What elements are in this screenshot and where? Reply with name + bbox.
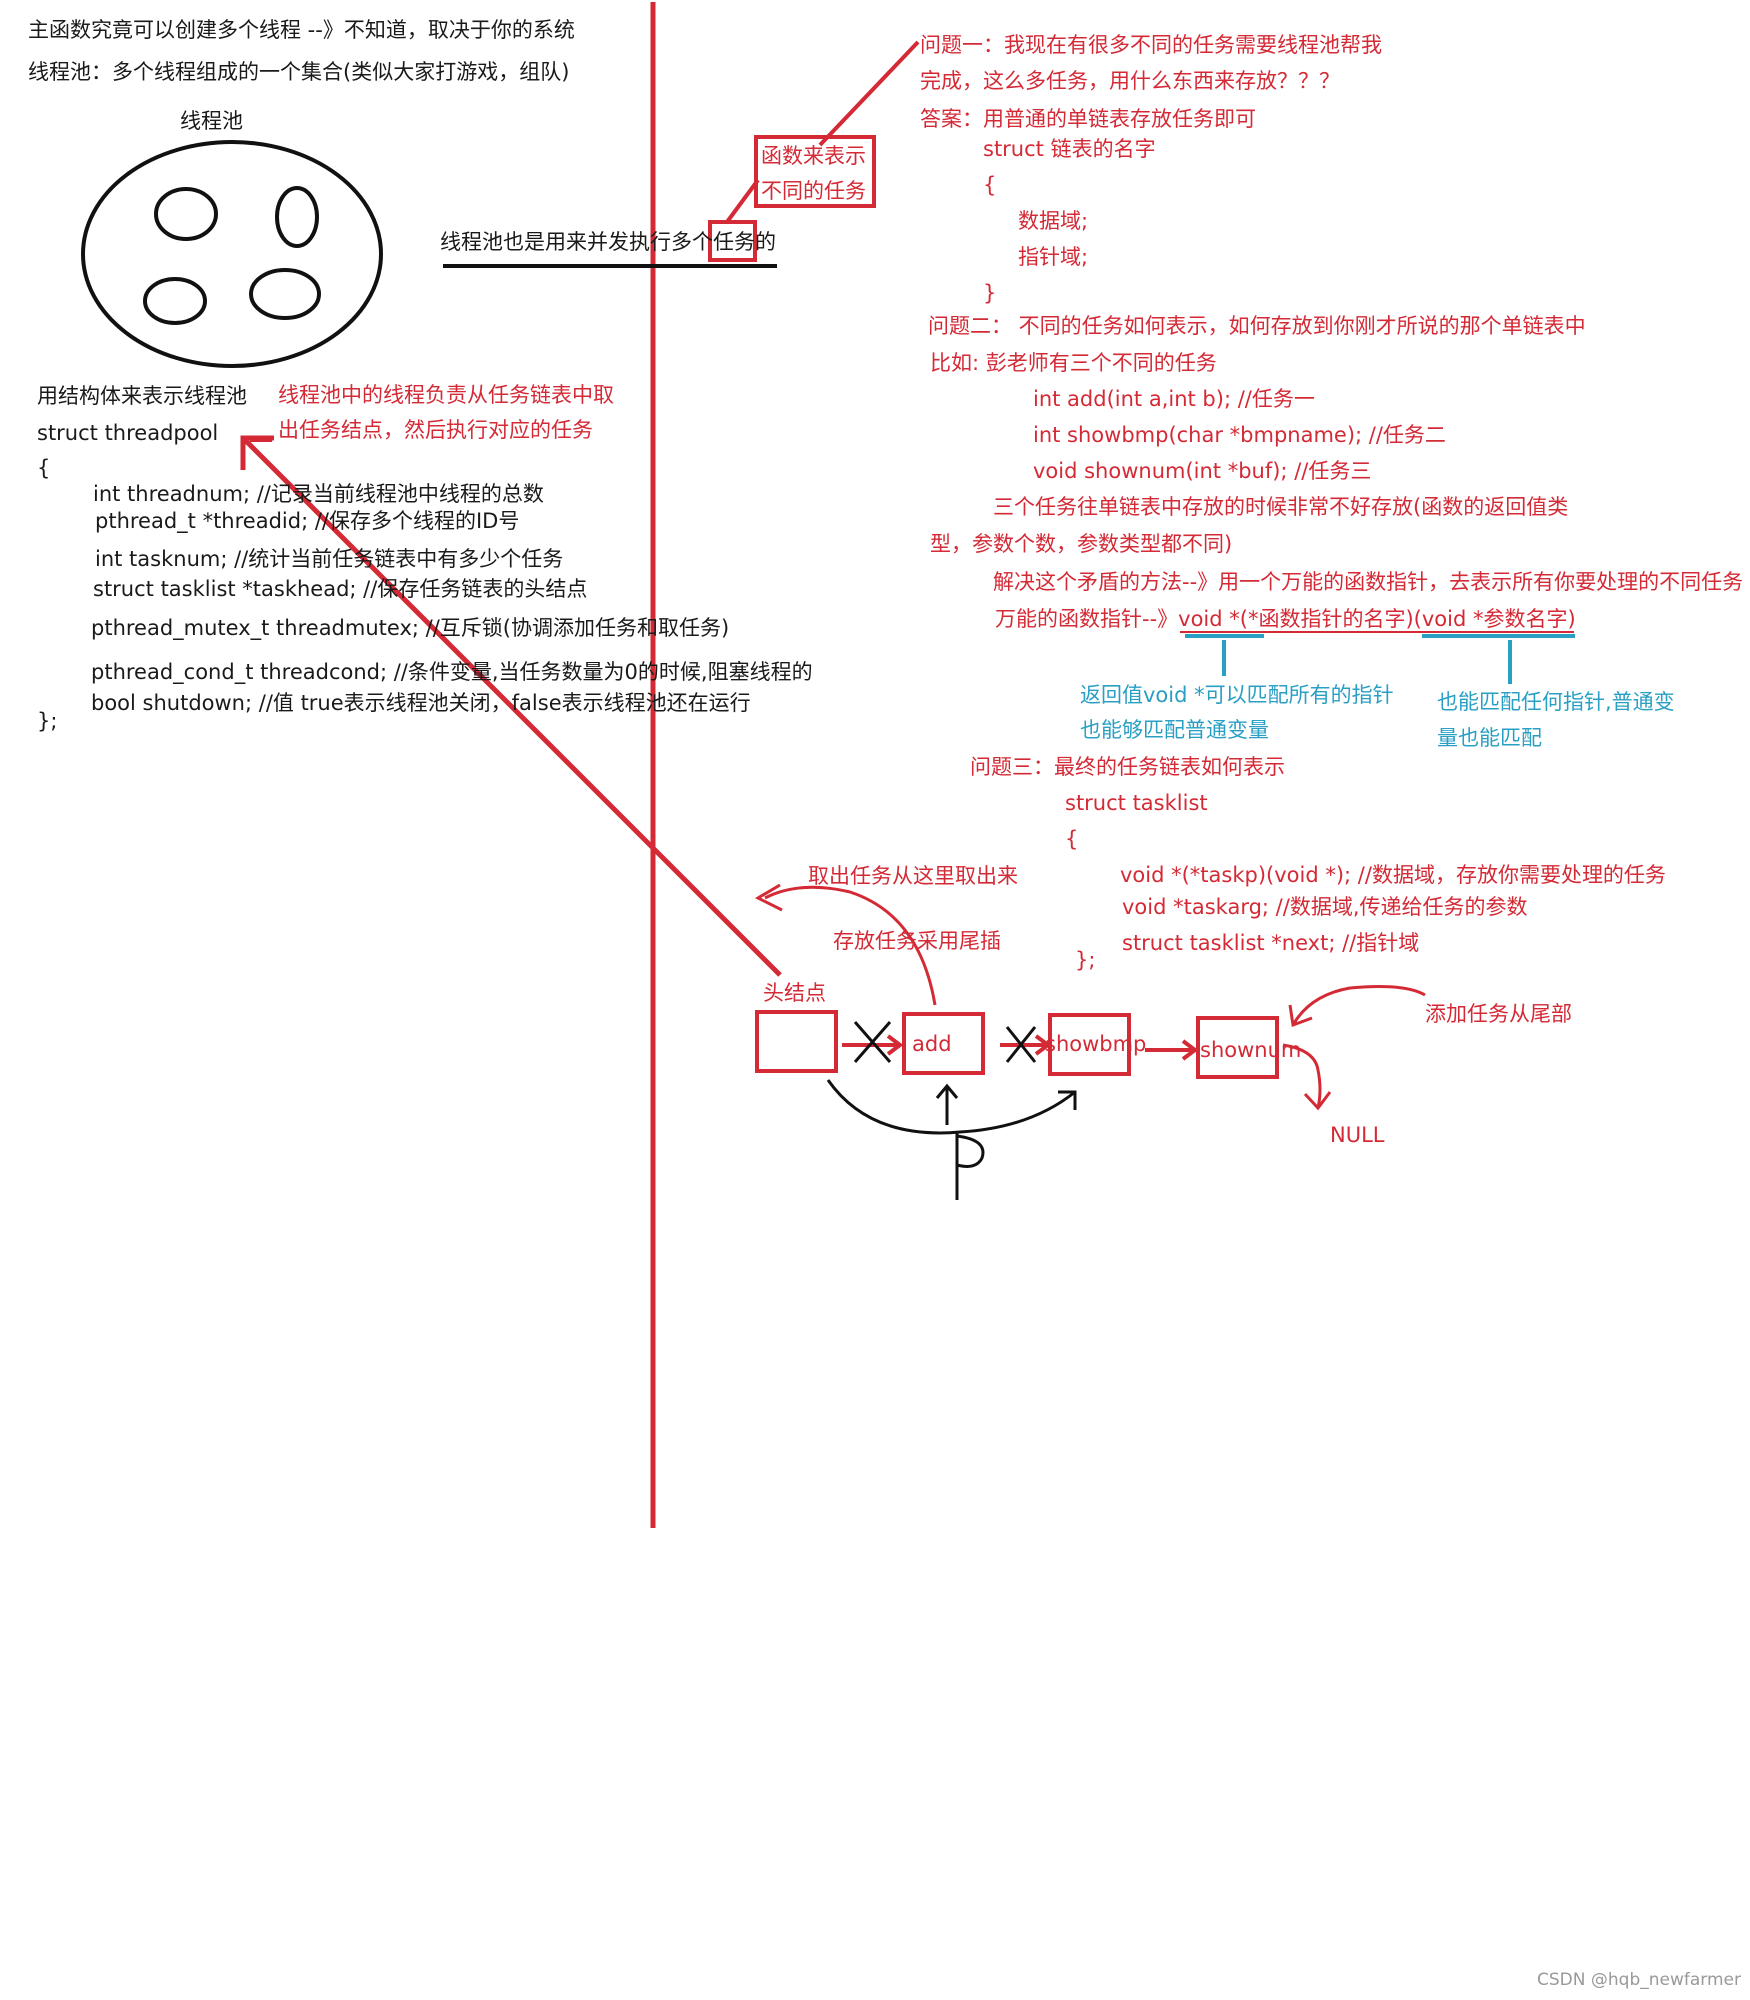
answer-1: 答案：用普通的单链表存放任务即可	[920, 107, 1256, 131]
node-add-label: add	[912, 1032, 952, 1056]
tasklist-field-next: struct tasklist *next; //指针域	[1122, 931, 1420, 955]
answer-pointer-field: 指针域;	[1018, 245, 1089, 269]
node-shownum-label: shownum	[1200, 1038, 1302, 1062]
node-shownum	[1196, 1016, 1279, 1079]
task-1: int add(int a,int b); //任务一	[1033, 387, 1315, 411]
thread-3	[143, 277, 207, 325]
question-1-line-1: 问题一：我现在有很多不同的任务需要线程池帮我	[920, 33, 1382, 57]
universal-name: (*函数指针的名字)	[1239, 607, 1414, 631]
head-node-label: 头结点	[763, 981, 826, 1005]
field-tasknum: int tasknum; //统计当前任务链表中有多少个任务	[95, 547, 564, 571]
field-threadnum: int threadnum; //记录当前线程池中线程的总数	[93, 482, 544, 506]
task-3: void shownum(int *buf); //任务三	[1033, 459, 1372, 483]
universal-prefix: 万能的函数指针--》	[995, 607, 1179, 631]
node-showbmp	[1048, 1013, 1131, 1076]
node-add	[902, 1012, 985, 1075]
question-1-line-2: 完成，这么多任务，用什么东西来存放？？？	[920, 69, 1340, 93]
tasklist-field-taskarg: void *taskarg; //数据域,传递给任务的参数	[1122, 895, 1528, 919]
function-box	[754, 135, 876, 208]
head-node	[755, 1010, 838, 1073]
null-curve	[1282, 1043, 1322, 1109]
param-note-line-2: 量也能匹配	[1437, 726, 1542, 750]
struct-threadpool-name: struct threadpool	[37, 421, 219, 445]
answer-open-brace: {	[983, 173, 997, 197]
thread-1	[154, 187, 218, 241]
field-threadcond: pthread_cond_t threadcond; //条件变量,当任务数量为…	[91, 660, 813, 684]
solution: 解决这个矛盾的方法--》用一个万能的函数指针，去表示所有你要处理的不同任务	[993, 570, 1744, 594]
tasklist-field-taskp: void *(*taskp)(void *); //数据域，存放你需要处理的任务	[1120, 863, 1666, 887]
problem-line-2: 型，参数个数，参数类型都不同)	[930, 532, 1233, 556]
example-intro: 比如: 彭老师有三个不同的任务	[930, 351, 1217, 375]
struct-note-line-1: 线程池中的线程负责从任务链表中取	[278, 383, 614, 407]
universal-param: (void *参数名字)	[1413, 607, 1576, 631]
task-word-box	[708, 220, 757, 262]
struct-close-brace: };	[37, 709, 58, 733]
field-taskhead: struct tasklist *taskhead; //保存任务链表的头结点	[93, 577, 588, 601]
take-out-curve	[764, 885, 937, 1006]
pointer-p-label: P	[962, 1141, 963, 1142]
thread-4	[249, 268, 321, 320]
field-shutdown: bool shutdown; //值 true表示线程池关闭，false表示线程…	[91, 691, 751, 715]
struct-note-line-2: 出任务结点，然后执行对应的任务	[278, 418, 593, 442]
param-note-line-1: 也能匹配任何指针,普通变	[1437, 690, 1675, 714]
function-box-line-1: 函数来表示	[761, 144, 866, 168]
thread-2	[275, 186, 319, 248]
answer-data-field: 数据域;	[1018, 209, 1089, 233]
answer-close-brace: }	[983, 281, 997, 305]
answer-struct: struct 链表的名字	[983, 137, 1156, 161]
remove-curve	[826, 1079, 1076, 1135]
return-note-line-2: 也能够匹配普通变量	[1080, 718, 1269, 742]
tasklist-struct: struct tasklist	[1065, 791, 1208, 815]
q1-connector	[818, 40, 920, 147]
take-task-arrow	[241, 436, 782, 977]
universal-return-type: void *	[1178, 607, 1240, 631]
return-note-line-1: 返回值void *可以匹配所有的指针	[1080, 683, 1394, 707]
tasklist-open-brace: {	[1065, 827, 1079, 851]
take-out-label: 取出任务从这里取出来	[808, 864, 1018, 888]
struct-intro: 用结构体来表示线程池	[37, 384, 247, 408]
struct-open-brace: {	[37, 456, 51, 480]
pool-title: 线程池	[180, 109, 243, 133]
add-tail-label: 添加任务从尾部	[1425, 1002, 1572, 1026]
intro-line-1: 主函数究竟可以创建多个线程 --》不知道，取决于你的系统	[28, 18, 575, 42]
question-3: 问题三：最终的任务链表如何表示	[970, 755, 1285, 779]
problem-line-1: 三个任务往单链表中存放的时候非常不好存放(函数的返回值类	[993, 495, 1569, 519]
intro-line-2: 线程池：多个线程组成的一个集合(类似大家打游戏，组队)	[28, 60, 570, 84]
question-2: 问题二： 不同的任务如何表示，如何存放到你刚才所说的那个单链表中	[928, 314, 1586, 338]
field-threadid: pthread_t *threadid; //保存多个线程的ID号	[95, 509, 520, 533]
tail-insert-label: 存放任务采用尾插	[833, 929, 1001, 953]
node-showbmp-label: showbmp	[1045, 1032, 1147, 1056]
universal-pointer: 万能的函数指针--》void *(*函数指针的名字)(void *参数名字)	[995, 609, 1576, 630]
null-label: NULL	[1330, 1123, 1385, 1147]
thread-pool-ellipse	[81, 140, 383, 368]
function-box-line-2: 不同的任务	[761, 179, 866, 203]
field-threadmutex: pthread_mutex_t threadmutex; //互斥锁(协调添加任…	[91, 616, 730, 640]
pool-description: 线程池也是用来并发执行多个任务的	[440, 230, 776, 254]
func-box-connector	[725, 178, 760, 224]
task-2: int showbmp(char *bmpname); //任务二	[1033, 423, 1446, 447]
watermark: CSDN @hqb_newfarmer	[1537, 1970, 1741, 1990]
tasklist-close-brace: };	[1075, 948, 1096, 972]
add-tail-curve	[1291, 985, 1426, 1026]
